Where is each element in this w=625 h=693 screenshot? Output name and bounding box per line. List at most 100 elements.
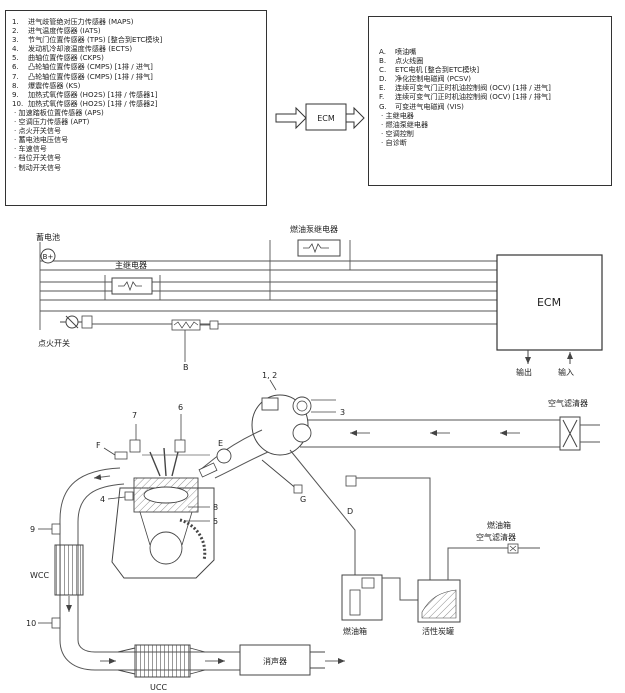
sensor-list: 1.进气歧管绝对压力传感器 (MAPS)2.进气温度传感器 (IATS)3.节气… xyxy=(12,17,260,108)
sensor-item: 10. 加热式氧传感器 (HO2S) [1排 / 传感器2] xyxy=(12,99,260,108)
actuator-item-label: 可变进气电磁阀 (VIS) xyxy=(395,101,464,111)
sensor-item-number: 10. xyxy=(12,98,24,108)
sensor-extra-item: · 加速踏板位置传感器 (APS) xyxy=(14,107,104,117)
callout-E: E xyxy=(218,439,223,448)
ecm-input-label: 输入 xyxy=(558,367,574,377)
actuator-item: D. 净化控制电磁阀 (PCSV) xyxy=(379,74,603,83)
sensor-item-number: 5. xyxy=(12,53,19,63)
actuator-item: C. ETC电机 [整合到ETC模块] xyxy=(379,65,603,74)
sensor-item-label: 加热式氧传感器 (HO2S) [1排 / 传感器2] xyxy=(28,98,158,108)
ecm-output-label: 输出 xyxy=(516,367,532,377)
sensor-item-label: 进气温度传感器 (IATS) xyxy=(28,26,101,36)
actuator-item-label: 连续可变气门正时机油控制阀 (OCV) [1排 / 排气] xyxy=(395,92,551,102)
sensor-extra-item: · 蓄电池电压信号 xyxy=(14,135,69,145)
callout-1-2: 1, 2 xyxy=(262,371,277,380)
sensor-item: 5. 曲轴位置传感器 (CKPS) xyxy=(12,53,260,62)
actuator-extra-item: · 自诊断 xyxy=(381,137,407,147)
fuel-tank-air-filter-label-1: 燃油箱 xyxy=(487,520,511,530)
sensor-extra-item: · 制动开关信号 xyxy=(14,162,62,172)
sensor-item-label: 凸轮轴位置传感器 (CMPS) [1排 / 进气] xyxy=(28,62,153,72)
fuel-tank-label: 燃油箱 xyxy=(343,626,367,636)
wcc-label: WCC xyxy=(30,571,49,580)
fuel-tank-air-filter-label-2: 空气滤清器 xyxy=(476,532,516,542)
fuel-pump-relay-label: 燃油泵继电器 xyxy=(290,224,338,234)
actuator-item-label: 点火线圈 xyxy=(395,56,424,66)
actuator-item-label: 连续可变气门正时机油控制阀 (OCV) [1排 / 进气] xyxy=(395,83,551,93)
ignition-coil: B xyxy=(171,319,219,372)
callout-8: 8 xyxy=(213,503,218,512)
wiring-harness xyxy=(39,240,497,362)
sensor-item-label: 曲轴位置传感器 (CKPS) xyxy=(28,53,104,63)
battery-label: 蓄电池 xyxy=(36,232,60,242)
actuator-item: E. 连续可变气门正时机油控制阀 (OCV) [1排 / 进气] xyxy=(379,83,603,92)
actuator-extra-list: · 主继电器· 燃油泵继电器· 空调控制· 自诊断 xyxy=(379,111,603,147)
sensor-item-label: 发动机冷却液温度传感器 (ECTS) xyxy=(28,44,133,54)
actuator-list: A. 喷油嘴 B. 点火线圈 C. ETC电机 [整合到ETC模块] D. 净化控制电磁阀 (… xyxy=(379,47,603,111)
sensor-item: 2. 进气温度传感器 (IATS) xyxy=(12,26,260,35)
actuator-extra-item: · 空调控制 xyxy=(381,128,414,138)
sensor-item: 8. 爆震传感器 (KS) xyxy=(12,81,260,90)
intake-manifold: E G xyxy=(199,429,306,504)
air-cleaner-label: 空气滤清器 xyxy=(548,398,588,408)
sensor-item-number: 4. xyxy=(12,44,19,54)
actuator-item-number: C. xyxy=(379,65,387,75)
actuator-item-number: A. xyxy=(379,47,386,56)
sensor-item-number: 2. xyxy=(12,26,19,36)
actuator-item-number: E. xyxy=(379,83,386,93)
muffler-label: 消声器 xyxy=(263,656,287,666)
sensor-extra-list: · 加速踏板位置传感器 (APS)· 空调压力传感器 (APT)· 点火开关信号… xyxy=(12,108,260,172)
ecm-label: ECM xyxy=(537,296,561,309)
main-relay: 主继电器 xyxy=(111,260,153,295)
fuel-pump-relay: 燃油泵继电器 xyxy=(290,224,341,257)
callout-10: 10 xyxy=(26,619,36,628)
callout-B: B xyxy=(183,363,189,372)
sensor-extra-item: · 点火开关信号 xyxy=(14,126,62,136)
ignition-switch-label: 点火开关 xyxy=(38,338,70,348)
battery-terminal-label: B+ xyxy=(43,253,54,261)
ignition-switch: 点火开关 xyxy=(38,315,93,348)
actuator-item-number: G. xyxy=(379,101,387,111)
sensor-item-number: 3. xyxy=(12,35,19,45)
actuator-item-label: ETC电机 [整合到ETC模块] xyxy=(395,65,480,75)
sensor-item-label: 爆震传感器 (KS) xyxy=(28,80,81,90)
main-relay-label: 主继电器 xyxy=(115,260,147,270)
actuator-item: G. 可变进气电磁阀 (VIS) xyxy=(379,102,603,111)
sensor-item-number: 7. xyxy=(12,71,19,81)
actuator-item-label: 净化控制电磁阀 (PCSV) xyxy=(395,74,472,84)
actuator-item: F. 连续可变气门正时机油控制阀 (OCV) [1排 / 排气] xyxy=(379,92,603,101)
evap-system: D 燃油箱 活性炭罐 燃油箱 空气滤清器 xyxy=(289,449,540,636)
sensor-item: 3. 节气门位置传感器 (TPS) [整合到ETC模块] xyxy=(12,35,260,44)
sensor-extra-item: · 车速信号 xyxy=(14,144,47,154)
callout-4: 4 xyxy=(100,495,105,504)
sensor-item-number: 9. xyxy=(12,89,19,99)
canister-label: 活性炭罐 xyxy=(422,626,454,636)
actuator-item-number: B. xyxy=(379,56,387,66)
cylinder-head: 7 6 F xyxy=(96,403,218,478)
sensor-item: 9. 加热式氧传感器 (HO2S) [1排 / 传感器1] xyxy=(12,90,260,99)
callout-7: 7 xyxy=(132,411,137,420)
actuator-item-label: 喷油嘴 xyxy=(395,47,417,56)
callout-5: 5 xyxy=(213,517,218,526)
engine-block: 5 8 4 xyxy=(100,477,218,579)
sensor-item-label: 节气门位置传感器 (TPS) [整合到ETC模块] xyxy=(28,35,163,45)
sensor-item-number: 1. xyxy=(12,17,19,26)
actuator-item-number: F. xyxy=(379,92,385,102)
air-cleaner: 空气滤清器 xyxy=(548,398,600,451)
air-intake-duct xyxy=(288,419,561,448)
sensor-inputs-panel: 1.进气歧管绝对压力传感器 (MAPS)2.进气温度传感器 (IATS)3.节气… xyxy=(5,10,267,206)
callout-3: 3 xyxy=(340,408,345,417)
actuator-item: A. 喷油嘴 xyxy=(379,47,603,56)
sensor-extra-item: · 空调压力传感器 (APT) xyxy=(14,117,90,127)
callout-F: F xyxy=(96,441,101,450)
sensor-item: 7. 凸轮轴位置传感器 (CMPS) [1排 / 排气] xyxy=(12,72,260,81)
actuator-extra-item: · 主继电器 xyxy=(381,110,414,120)
sensor-item-label: 加热式氧传感器 (HO2S) [1排 / 传感器1] xyxy=(28,89,158,99)
callout-6: 6 xyxy=(178,403,183,412)
callout-G: G xyxy=(300,495,306,504)
battery: 蓄电池 B+ xyxy=(36,232,60,264)
sensor-item-number: 8. xyxy=(12,80,19,90)
actuator-item-number: D. xyxy=(379,74,387,84)
sensor-item-label: 凸轮轴位置传感器 (CMPS) [1排 / 排气] xyxy=(28,71,153,81)
sensor-item-number: 6. xyxy=(12,62,19,72)
